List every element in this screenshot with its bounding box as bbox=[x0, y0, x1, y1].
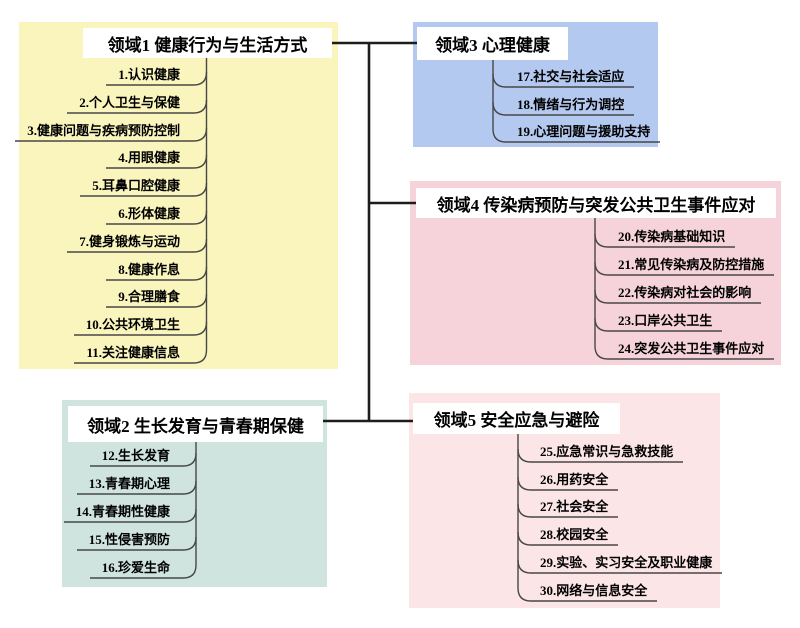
domain-2-title: 领域2 生长发育与青春期保健 bbox=[68, 406, 323, 442]
domain-1-item-5: 5.耳鼻口腔健康 bbox=[92, 178, 180, 193]
domain-1-item-6: 6.形体健康 bbox=[118, 206, 180, 221]
domain-5-item-6: 30.网络与信息安全 bbox=[540, 583, 648, 598]
domain-3-item-2: 18.情绪与行为调控 bbox=[517, 97, 625, 112]
domain-4-title: 领域4 传染病预防与突发公共卫生事件应对 bbox=[416, 188, 776, 218]
domain-3-title: 领域3 心理健康 bbox=[417, 27, 568, 60]
domain-5-item-4: 28.校园安全 bbox=[540, 527, 609, 542]
domain-1-item-11: 11.关注健康信息 bbox=[86, 345, 180, 360]
domain-3-item-1: 17.社交与社会适应 bbox=[517, 69, 625, 84]
domain-5-item-5: 29.实验、实习安全及职业健康 bbox=[540, 555, 713, 570]
domain-4-item-1: 20.传染病基础知识 bbox=[618, 229, 726, 244]
domain-5-item-1: 25.应急常识与急救技能 bbox=[540, 444, 674, 459]
domain-1-item-7: 7.健身锻炼与运动 bbox=[79, 234, 180, 249]
domain-5-title: 领域5 安全应急与避险 bbox=[413, 403, 620, 434]
domain-5-item-3: 27.社会安全 bbox=[540, 499, 609, 514]
domain-1-item-3: 3.健康问题与疾病预防控制 bbox=[27, 123, 180, 138]
domain-1-item-9: 9.合理膳食 bbox=[118, 289, 180, 304]
domain-4-item-5: 24.突发公共卫生事件应对 bbox=[618, 341, 765, 356]
domain-1-item-2: 2.个人卫生与保健 bbox=[79, 95, 180, 110]
domain-1-item-10: 10.公共环境卫生 bbox=[85, 317, 180, 332]
domain-1-item-1: 1.认识健康 bbox=[118, 67, 180, 82]
domain-2-item-5: 16.珍爱生命 bbox=[101, 560, 170, 575]
domain-1-item-4: 4.用眼健康 bbox=[118, 150, 180, 165]
domain-4-item-2: 21.常见传染病及防控措施 bbox=[618, 257, 765, 272]
domain-1-item-8: 8.健康作息 bbox=[118, 262, 180, 277]
domain-3-item-3: 19.心理问题与援助支持 bbox=[517, 124, 651, 139]
domain-4-item-4: 23.口岸公共卫生 bbox=[618, 313, 713, 328]
domain-5-item-2: 26.用药安全 bbox=[540, 472, 609, 487]
domain-2-item-2: 13.青春期心理 bbox=[88, 476, 170, 491]
domain-4-item-3: 22.传染病对社会的影响 bbox=[618, 285, 752, 300]
domain-2-item-4: 15.性侵害预防 bbox=[88, 532, 170, 547]
domain-2-item-1: 12.生长发育 bbox=[101, 448, 170, 463]
domain-1-title: 领域1 健康行为与生活方式 bbox=[83, 28, 332, 58]
domain-2-item-3: 14.青春期性健康 bbox=[75, 504, 170, 519]
